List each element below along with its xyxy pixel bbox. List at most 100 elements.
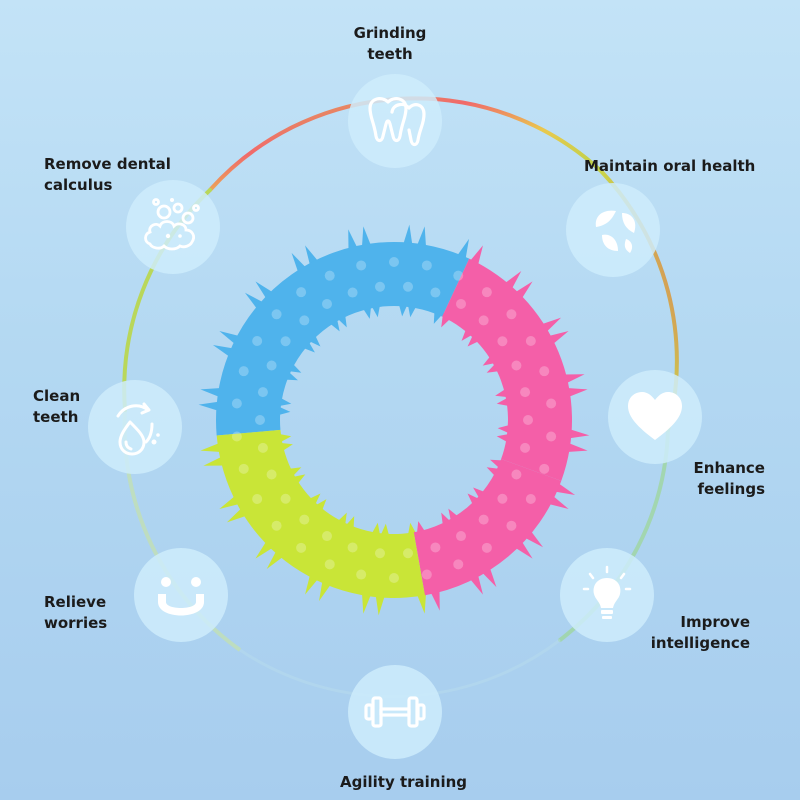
- lightbulb-icon: [560, 548, 654, 642]
- toy-nub: [520, 442, 531, 453]
- toy-spike: [461, 327, 475, 341]
- toy-nub: [511, 469, 522, 480]
- toy-nub: [389, 573, 399, 583]
- toy-segment-pink: [442, 258, 572, 481]
- toy-spike: [467, 493, 481, 507]
- toy-nub: [481, 287, 492, 298]
- toy-nub: [506, 520, 517, 531]
- toy-spike: [200, 387, 223, 398]
- toy-spike: [198, 401, 221, 412]
- toy-nub: [453, 559, 464, 570]
- label-maintain-oral-health: Maintain oral health: [584, 157, 756, 175]
- toy-nub: [257, 387, 268, 398]
- toy-nub: [506, 309, 517, 320]
- toy-nub: [356, 569, 367, 580]
- toy-nub: [296, 542, 307, 553]
- toy-spike: [301, 339, 315, 353]
- toy-spike: [307, 333, 321, 347]
- toy-nub: [481, 542, 492, 553]
- toy-segment-blue: [216, 241, 470, 436]
- toy-nub: [430, 542, 441, 553]
- toy-nub: [525, 494, 536, 504]
- toy-nub: [299, 514, 310, 525]
- toy-nub: [421, 569, 432, 580]
- toy-spike: [361, 226, 372, 249]
- toy-nub: [296, 287, 307, 298]
- toy-nub: [523, 415, 533, 425]
- toy-spike: [567, 428, 590, 439]
- toy-nub: [238, 463, 249, 474]
- teeth-icon: [348, 74, 442, 168]
- toy-nub: [511, 360, 522, 371]
- toy-nub: [231, 431, 242, 442]
- toy-nub: [271, 309, 282, 320]
- toy-nub: [403, 548, 414, 559]
- toy-spike: [565, 442, 588, 453]
- toy-nub: [322, 298, 332, 309]
- toy-nub: [322, 531, 332, 542]
- spiky-ring-toy: [198, 224, 590, 616]
- toy-spike: [473, 487, 487, 501]
- foam-bubbles-icon: [126, 180, 220, 274]
- toy-spike: [416, 591, 427, 614]
- toy-nub: [430, 287, 441, 298]
- toy-nub: [456, 531, 466, 542]
- toy-nub: [280, 336, 291, 347]
- toy-nub: [539, 463, 550, 474]
- toy-nub: [403, 281, 414, 292]
- toy-nub: [324, 270, 335, 281]
- toy-nub: [456, 298, 466, 309]
- toy-nub: [497, 336, 508, 347]
- label-agility-training: Agility training: [340, 773, 468, 791]
- toy-nub: [546, 398, 557, 409]
- toy-nub: [478, 514, 489, 525]
- toy-nub: [374, 548, 385, 559]
- dumbbell-icon: [348, 665, 442, 759]
- toy-nub: [539, 366, 550, 377]
- toy-nub: [231, 398, 242, 409]
- toy-nub: [421, 260, 432, 271]
- toy-nub: [252, 336, 263, 346]
- toy-nub: [238, 366, 249, 377]
- toy-nub: [374, 281, 385, 292]
- toy-spike: [361, 591, 372, 614]
- toy-nub: [389, 257, 399, 267]
- toy-nub: [257, 442, 268, 453]
- heart-icon: [608, 370, 702, 464]
- toy-nub: [347, 287, 358, 298]
- smile-icon: [134, 548, 228, 642]
- toy-spike: [200, 442, 223, 453]
- toy-nub: [266, 360, 277, 371]
- toy-nub: [252, 494, 263, 504]
- toy-spike: [375, 593, 386, 616]
- toy-nub: [356, 260, 367, 271]
- toy-segment-yellow: [216, 429, 425, 598]
- toy-spike: [402, 224, 413, 247]
- toy-nub: [255, 415, 265, 425]
- toy-spike: [467, 333, 481, 347]
- toy-nub: [266, 469, 277, 480]
- toy-nub: [280, 493, 291, 504]
- toy-spike: [565, 387, 588, 398]
- toy-spike: [416, 226, 427, 249]
- toy-nub: [271, 520, 282, 531]
- toy-nub: [525, 336, 536, 346]
- toy-spike: [313, 499, 327, 513]
- toy-nub: [520, 387, 531, 398]
- water-drop-icon: [88, 380, 182, 474]
- toy-nub: [497, 493, 508, 504]
- toy-nub: [347, 542, 358, 553]
- toy-segment-pink-2: [413, 458, 562, 596]
- toy-nub: [453, 270, 464, 281]
- toy-nub: [478, 315, 489, 326]
- leaves-icon: [566, 183, 660, 277]
- toy-nub: [324, 559, 335, 570]
- toy-nub: [546, 431, 557, 442]
